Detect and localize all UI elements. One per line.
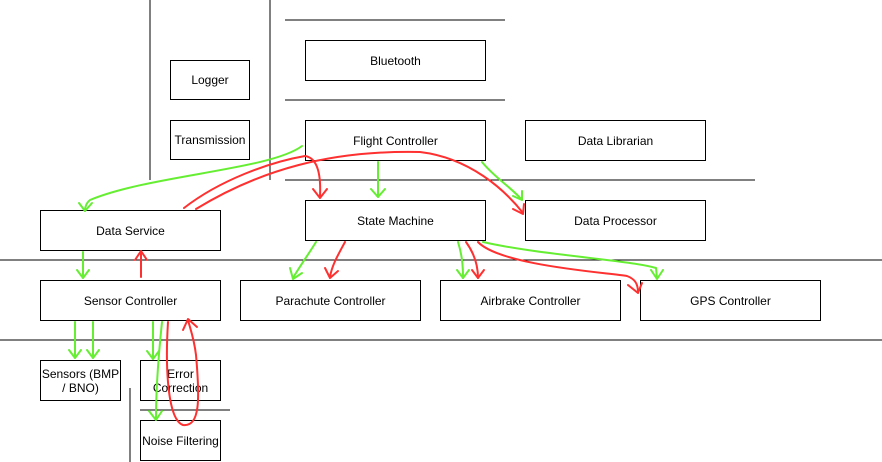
arrowhead [370, 188, 386, 198]
error-correction-label: Error Correction [152, 366, 209, 395]
arrowhead [456, 269, 470, 279]
flight-controller-label: Flight Controller [353, 133, 438, 148]
red-arrows [134, 150, 643, 427]
green-arrow-flight-to-dataservice [84, 145, 303, 212]
arrowhead [627, 282, 643, 294]
airbrake-controller-box: Airbrake Controller [440, 280, 621, 321]
bluetooth-box: Bluetooth [305, 40, 486, 81]
green-arrow-statemachine-to-parachute [292, 241, 317, 279]
arrowhead [68, 349, 82, 359]
data-service-box: Data Service [40, 210, 221, 251]
arrowhead [182, 318, 198, 331]
arrowhead [146, 350, 160, 360]
red-arrow-dataservice-to-dataprocessor [195, 150, 524, 214]
arrowhead [134, 250, 148, 261]
gps-controller-label: GPS Controller [690, 293, 771, 308]
data-librarian-label: Data Librarian [577, 133, 654, 148]
arrowhead [512, 203, 525, 215]
red-arrow-statemachine-to-parachute [329, 241, 346, 278]
gps-controller-box: GPS Controller [640, 280, 821, 321]
arrowhead [86, 349, 100, 359]
noise-filtering-label: Noise Filtering [142, 433, 219, 448]
green-arrow-statemachine-to-gps [482, 241, 658, 279]
green-arrow-statemachine-to-airbrake [457, 241, 464, 279]
arrowhead [312, 188, 328, 199]
sensors-label: Sensors (BMP / BNO) [41, 366, 120, 395]
sensor-controller-box: Sensor Controller [40, 280, 221, 321]
transmission-box: Transmission [170, 120, 250, 160]
sensor-controller-label: Sensor Controller [83, 293, 178, 308]
noise-filtering-box: Noise Filtering [140, 420, 221, 461]
state-machine-label: State Machine [357, 213, 434, 228]
red-arrow-noisefiltering-loop-to-sensorctrl [165, 319, 200, 427]
arrowhead [512, 190, 523, 201]
arrowhead [148, 410, 163, 421]
green-arrow-sensorctrl-to-noisefiltering [155, 321, 163, 419]
parachute-controller-label: Parachute Controller [275, 293, 386, 308]
arrowhead [324, 267, 339, 279]
green-arrows [68, 145, 664, 421]
green-arrow-flight-to-dataprocessor [481, 161, 523, 201]
data-service-label: Data Service [96, 223, 165, 238]
logger-box: Logger [170, 60, 250, 100]
red-arrow-statemachine-to-gps [477, 241, 639, 293]
flight-controller-box: Flight Controller [305, 120, 486, 161]
red-arrow-dataservice-to-statemachine [183, 155, 322, 209]
error-correction-box: Error Correction [140, 360, 221, 401]
arrowhead [650, 269, 664, 280]
arrowhead [289, 267, 303, 280]
bluetooth-label: Bluetooth [370, 53, 421, 68]
sensors-box: Sensors (BMP / BNO) [40, 360, 121, 401]
parachute-controller-box: Parachute Controller [240, 280, 421, 321]
data-processor-label: Data Processor [574, 213, 657, 228]
data-processor-box: Data Processor [525, 200, 706, 241]
arrowhead [78, 202, 93, 212]
red-arrow-statemachine-to-airbrake [465, 241, 479, 279]
arrowhead [471, 269, 485, 279]
logger-label: Logger [191, 73, 229, 87]
transmission-label: Transmission [174, 133, 246, 147]
airbrake-controller-label: Airbrake Controller [480, 293, 581, 308]
state-machine-box: State Machine [305, 200, 486, 241]
data-librarian-box: Data Librarian [525, 120, 706, 161]
arrowhead [76, 269, 90, 279]
